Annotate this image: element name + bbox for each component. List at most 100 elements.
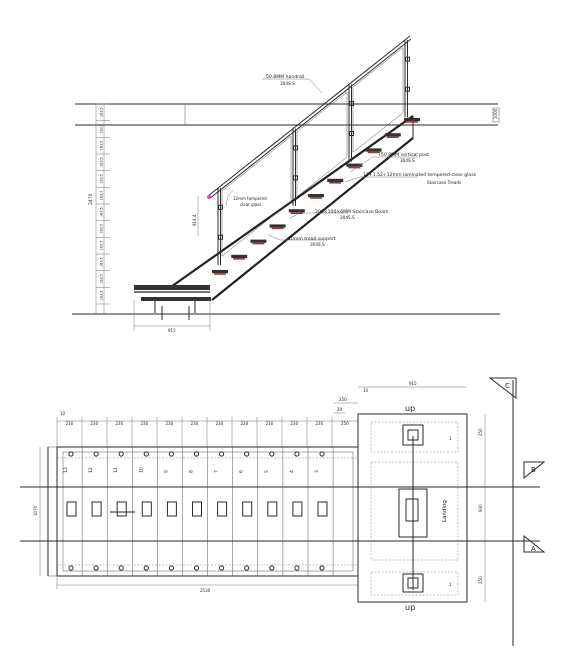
top-dim-value: 230 (116, 421, 124, 426)
post-leader (349, 156, 418, 173)
landing-base-plate (398, 488, 428, 538)
riser-dim-label: 183.5 (100, 224, 104, 234)
bolt-hole (143, 565, 149, 571)
landing-center-pad (370, 461, 459, 561)
riser-dim-label: 183.5 (100, 174, 104, 184)
landing-width-dim: 915 (409, 381, 417, 386)
handrail-end-cap (207, 195, 211, 199)
top-dim-value: 230 (241, 421, 249, 426)
bottom-platform-base (141, 297, 211, 301)
tread (404, 118, 420, 122)
laminated-glass-label: 12+1.52+12mm laminated tempered clear gl… (363, 172, 477, 178)
glass-clamp (218, 234, 223, 240)
handrail-label: 50.8MM handrail (266, 74, 304, 80)
top-right-box (492, 107, 500, 123)
stair-treads (212, 118, 420, 275)
glass-clamp (349, 101, 354, 107)
bolt-hole (193, 565, 200, 571)
section-label-b: B (531, 466, 536, 474)
top-right-dim: 1000 (493, 108, 498, 119)
tread (308, 194, 324, 198)
step-number: 4 (289, 470, 295, 473)
riser-dim-label: 183.5 (100, 124, 104, 134)
riser-ticks (96, 103, 110, 305)
bolt-hole (93, 565, 99, 571)
support-label: 10mm tread support (288, 236, 336, 242)
bolt-holes (68, 451, 325, 571)
section-label-a: A (531, 545, 536, 553)
tread-slot (242, 501, 253, 517)
glass-clamp (218, 204, 223, 210)
bolt-hole (68, 451, 74, 457)
step-number: 13 (63, 467, 69, 473)
riser-dim-label: 183.5 (100, 107, 104, 117)
bolt-hole (244, 565, 250, 571)
side-glass-leader (225, 189, 234, 206)
riser-dim-label: 183.5 (100, 274, 104, 284)
side-glass-label-2: clear glass (240, 202, 261, 207)
tread-support (214, 273, 226, 275)
bolt-hole (319, 451, 325, 457)
riser-labels: 183.5 183.5 183.5 183.5 183.5 183.5 183.5 183.5… (100, 107, 104, 300)
top-dim-value: 250 (341, 421, 349, 426)
top-dim-value: 230 (316, 421, 324, 426)
top-dim-value: 230 (191, 421, 199, 426)
step-number: 9 (163, 470, 169, 473)
glass-panels (221, 47, 404, 257)
step-number: 6 (239, 470, 245, 473)
beam-label: 200×100×6MM Staircase Beam (315, 209, 389, 215)
right-height-dim: 930 (478, 504, 483, 512)
guard-height-dim: 914.4 (192, 214, 197, 226)
glass-panel (296, 91, 348, 198)
bolt-hole (168, 565, 174, 571)
bottom-plate-inner (407, 577, 419, 589)
small-dim-b: 20 (337, 407, 343, 412)
handrail-bottom (208, 38, 412, 200)
step-number: 7 (214, 470, 220, 473)
beam-leader (289, 212, 348, 219)
step-number: 8 (189, 470, 195, 473)
tread-support (290, 212, 303, 214)
up-label-bottom: up (405, 603, 415, 612)
riser-dim-label: 183.5 (100, 291, 104, 301)
riser-dim-label: 183.5 (100, 257, 104, 267)
top-dim-value: 230 (266, 421, 274, 426)
riser-dim-label: 183.5 (100, 191, 104, 201)
bottom-plate (402, 573, 424, 593)
tread-slot (292, 501, 303, 517)
tread (269, 224, 286, 228)
right-bottom-dim: 250 (478, 576, 483, 584)
bolt-hole (118, 565, 124, 571)
stringer-bottom-edge (211, 137, 414, 301)
top-dim-ticks (56, 417, 359, 447)
landing-step-bottom: 1 (449, 582, 452, 587)
tread-slots (66, 501, 328, 517)
tread-divisions (57, 447, 358, 576)
tread-support (386, 136, 399, 138)
glass-clamp (293, 175, 298, 181)
riser-dim-label: 183.5 (100, 141, 104, 151)
top-dim-value: 230 (216, 421, 224, 426)
riser-dim-label: 183.5 (100, 241, 104, 251)
landing-column (405, 498, 419, 522)
section-marker-c (488, 377, 517, 400)
glass-clamp (405, 56, 410, 62)
tread-slot (217, 501, 228, 517)
glass-panel (221, 135, 292, 257)
step-number: 5 (264, 470, 270, 473)
top-dim-value: 230 (291, 421, 299, 426)
tread-slot (267, 501, 278, 517)
side-glass-label-1: 12mm tempered (233, 196, 267, 201)
bolt-hole (168, 451, 174, 457)
tread (231, 254, 248, 258)
handrail-spec: 304S.S (280, 81, 295, 86)
tread-slot (141, 501, 152, 517)
elevation-view: 2470 183.5183.5183.5183.5183.5183.5183.5… (72, 35, 500, 333)
bolt-hole (193, 451, 200, 457)
bolt-hole (269, 565, 275, 571)
bolt-hole (244, 451, 250, 457)
handrail-top (207, 35, 411, 197)
